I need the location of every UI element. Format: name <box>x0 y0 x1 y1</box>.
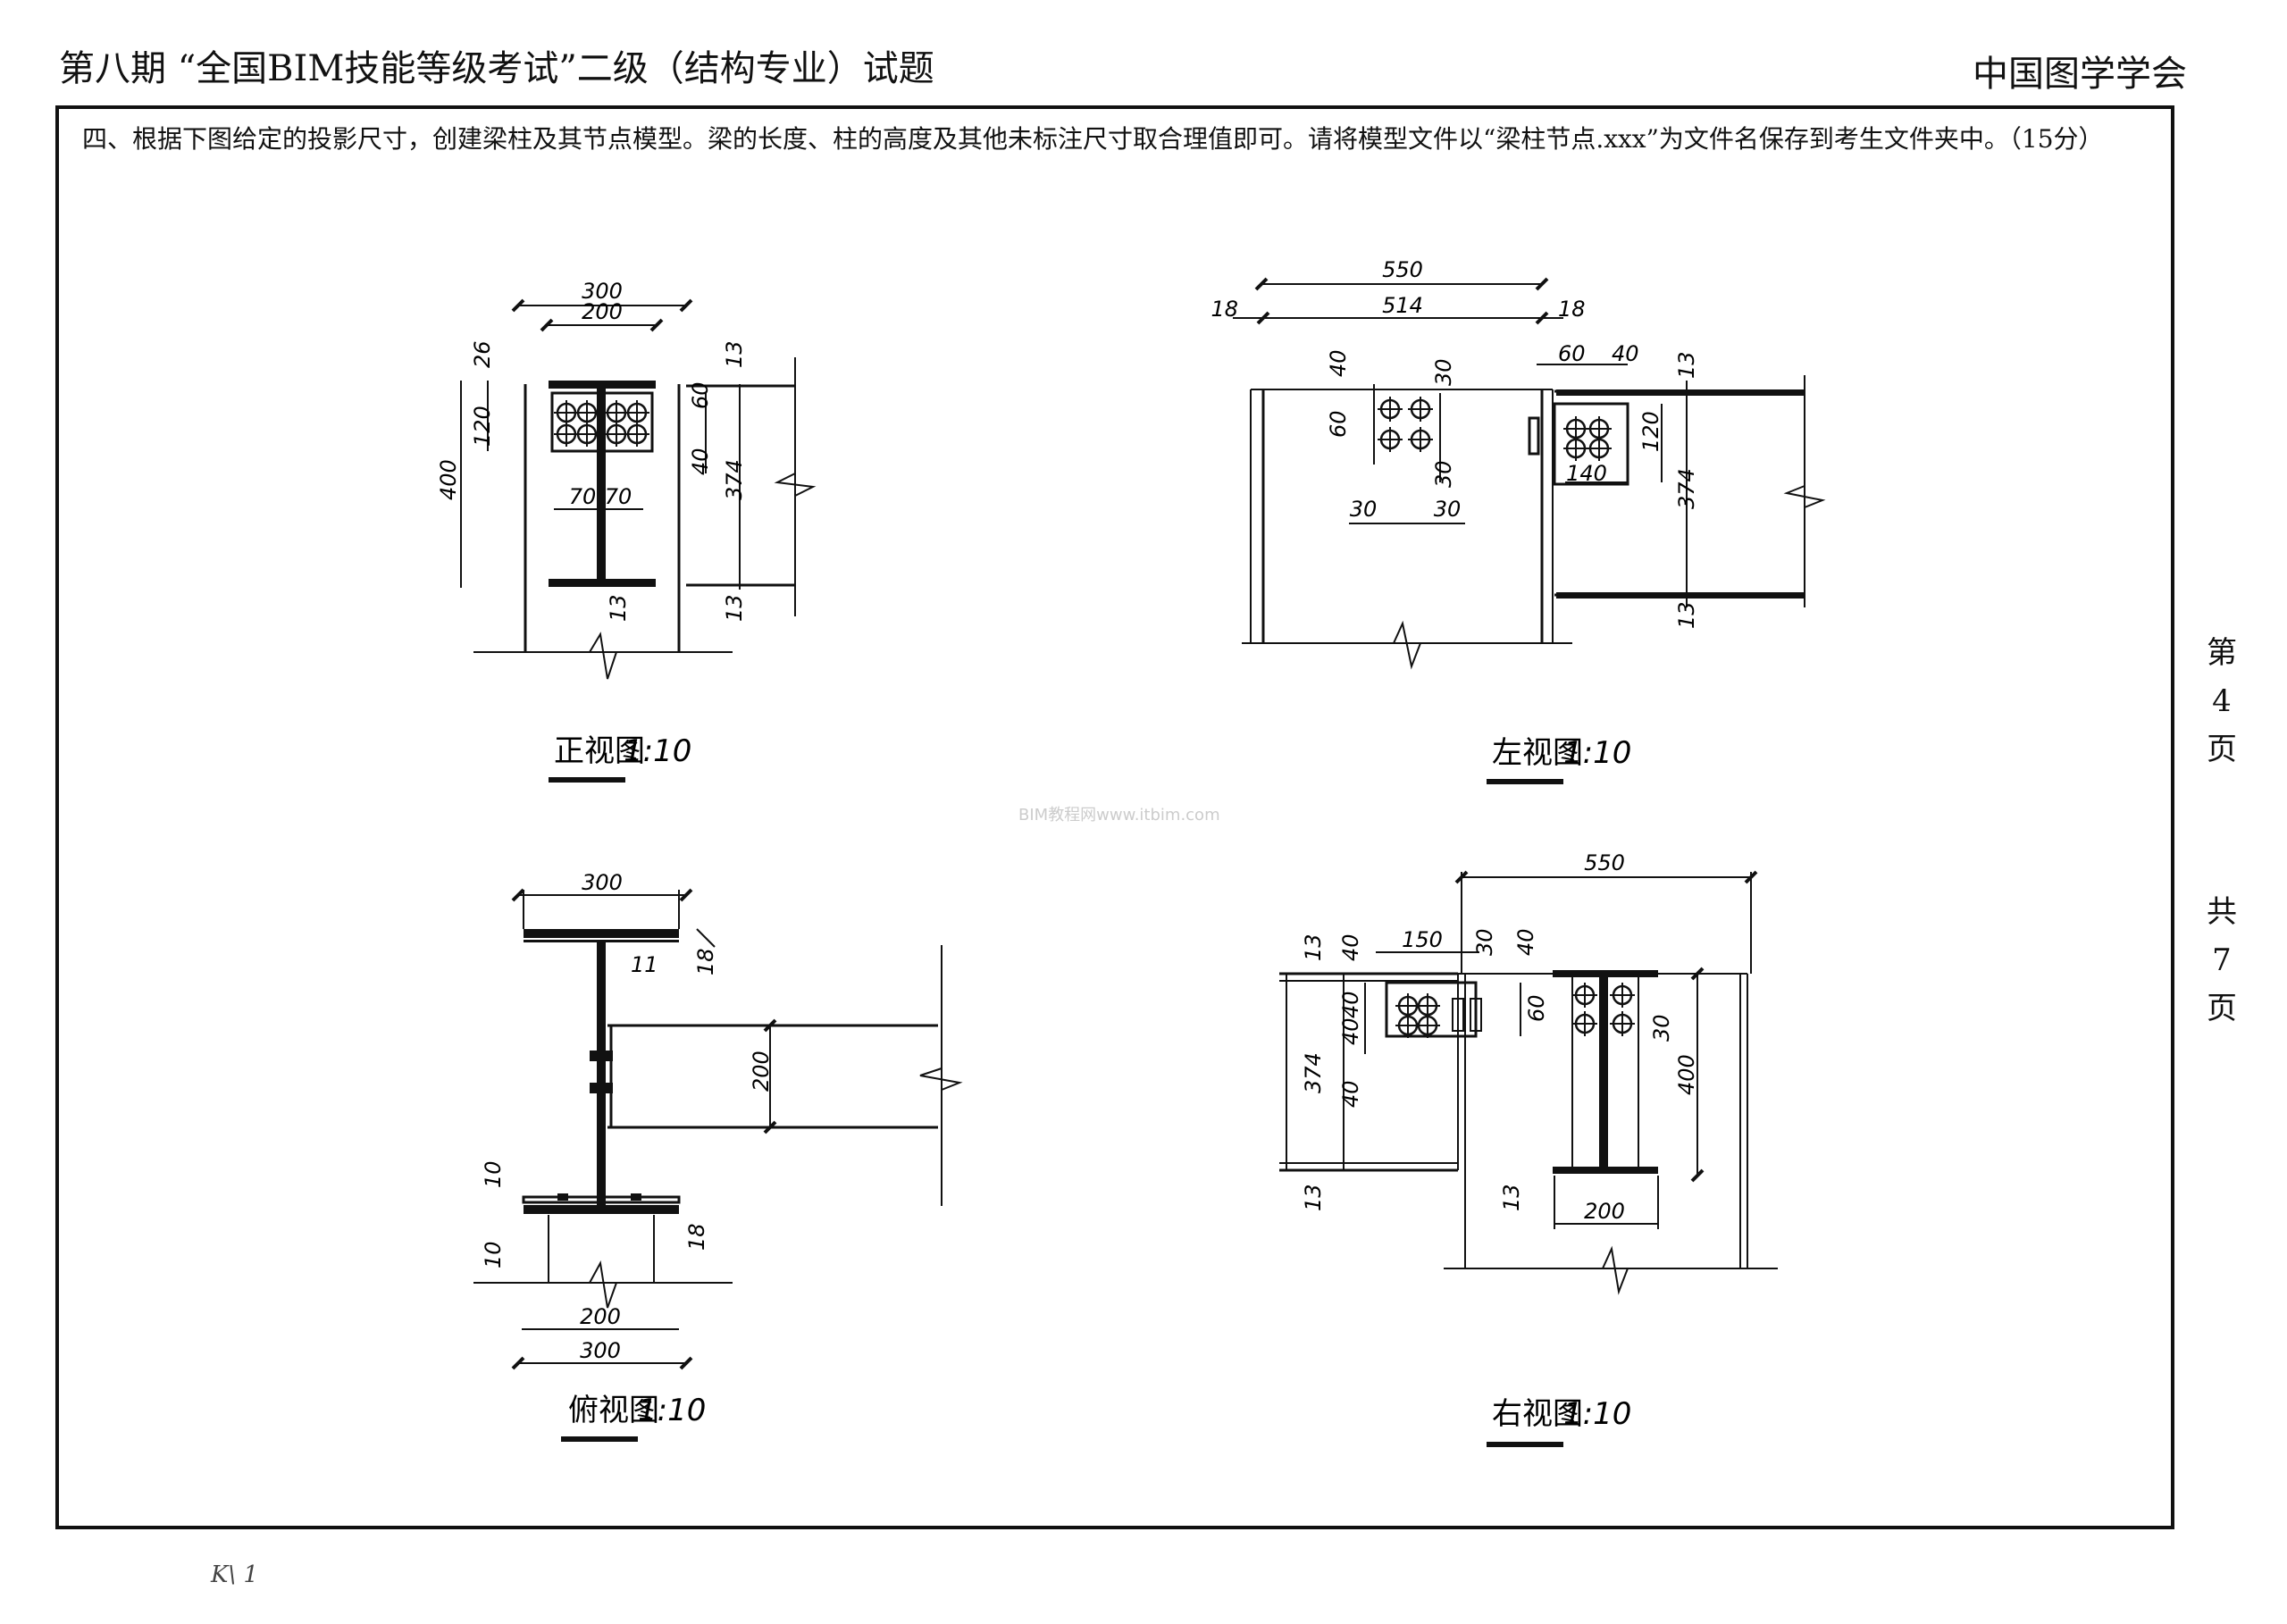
right-dim-150: 150 <box>1402 927 1443 952</box>
front-dim-40: 40 <box>688 448 713 475</box>
right-dim-40-a: 40 <box>1338 933 1363 961</box>
front-dim-60: 60 <box>688 381 713 409</box>
top-view-caption: 俯视图 <box>568 1393 659 1428</box>
left-dim-18-right: 18 <box>1558 297 1586 322</box>
top-dim-18-top: 18 <box>693 948 718 975</box>
front-dim-120: 120 <box>470 406 495 447</box>
top-dim-300-bottom: 300 <box>580 1338 621 1363</box>
left-dim-18-left: 18 <box>1211 297 1238 322</box>
page-label: 第 <box>2207 635 2237 671</box>
right-view-caption: 右视图 <box>1492 1396 1583 1432</box>
right-dim-40-c: 40 <box>1338 991 1363 1018</box>
left-dim-550: 550 <box>1382 257 1423 282</box>
top-dim-300-top: 300 <box>582 870 623 895</box>
right-dim-400: 400 <box>1674 1054 1699 1095</box>
top-view-scale: 1:10 <box>638 1393 706 1428</box>
left-dim-514: 514 <box>1382 293 1423 318</box>
right-dim-40-d: 40 <box>1338 1017 1363 1045</box>
right-dim-40-b: 40 <box>1513 928 1538 956</box>
left-dim-40-top: 40 <box>1612 341 1639 366</box>
right-dim-200: 200 <box>1584 1199 1625 1224</box>
total-label: 共 <box>2207 894 2237 930</box>
right-dim-60: 60 <box>1524 994 1549 1022</box>
front-dim-13-bottom-a: 13 <box>606 594 631 622</box>
right-dim-13-c: 13 <box>1499 1184 1524 1211</box>
front-dim-13-top: 13 <box>722 340 747 368</box>
top-dim-10-b: 10 <box>481 1241 506 1268</box>
total-number: 7 <box>2212 942 2232 978</box>
left-dim-30-bottom: 30 <box>1431 460 1456 488</box>
left-dim-60: 60 <box>1326 410 1351 438</box>
top-dim-11: 11 <box>631 952 658 977</box>
left-dim-120: 120 <box>1638 411 1663 452</box>
right-dim-550: 550 <box>1584 850 1625 875</box>
right-dim-13-bottom: 13 <box>1301 1184 1326 1211</box>
front-dim-200: 200 <box>582 299 623 324</box>
front-dim-374: 374 <box>722 459 747 500</box>
left-view: 550 514 18 18 40 30 60 30 30 30 60 40 13… <box>1211 257 1826 784</box>
right-dim-30-a: 30 <box>1472 928 1497 956</box>
header-organization: 中国图学学会 <box>1973 54 2187 95</box>
right-view-scale: 1:10 <box>1563 1396 1631 1432</box>
page-unit: 页 <box>2207 732 2237 767</box>
front-dim-70-b: 70 <box>605 484 632 509</box>
left-dim-60-top: 60 <box>1558 341 1586 366</box>
front-dim-300: 300 <box>582 279 623 304</box>
left-dim-13-top: 13 <box>1674 351 1699 379</box>
left-dim-13-bottom: 13 <box>1674 601 1699 629</box>
left-view-scale: 1:10 <box>1563 735 1631 771</box>
question-text: 四、根据下图给定的投影尺寸，创建梁柱及其节点模型。梁的长度、柱的高度及其他未标注… <box>82 124 2104 154</box>
right-dim-13-top: 13 <box>1301 933 1326 961</box>
top-dim-10-a: 10 <box>481 1160 506 1188</box>
left-dim-30-h-b: 30 <box>1434 497 1462 522</box>
front-dim-400: 400 <box>436 459 461 500</box>
header-title: 第八期 “全国BIM技能等级考试”二级（结构专业）试题 <box>59 48 934 89</box>
total-pages-indicator: 共 7 页 <box>2199 888 2244 1033</box>
page-number: 4 <box>2212 683 2232 719</box>
front-dim-26: 26 <box>470 340 495 368</box>
right-dim-40-e: 40 <box>1338 1080 1363 1108</box>
handwritten-mark: K\ 1 <box>211 1561 258 1588</box>
top-view: 300 11 18 200 10 10 18 200 300 俯视图 1:10 <box>473 870 963 1442</box>
left-dim-40: 40 <box>1326 349 1351 377</box>
top-dim-200: 200 <box>749 1051 774 1092</box>
right-dim-30-b: 30 <box>1649 1014 1674 1042</box>
left-dim-30-h-a: 30 <box>1350 497 1378 522</box>
page-indicator: 第 4 页 <box>2199 629 2244 774</box>
right-view: 550 150 13 40 30 40 40 40 374 40 13 60 3… <box>1279 850 1778 1447</box>
left-dim-140: 140 <box>1566 461 1607 486</box>
total-unit: 页 <box>2207 991 2237 1026</box>
front-view-caption: 正视图 <box>554 733 645 769</box>
right-dim-374: 374 <box>1301 1052 1326 1093</box>
front-view: 300 200 26 13 120 60 400 40 374 70 70 13… <box>436 279 817 783</box>
front-view-scale: 1:10 <box>624 733 691 769</box>
top-dim-18-bottom: 18 <box>684 1223 709 1251</box>
watermark: BIM教程网www.itbim.com <box>1018 806 1220 825</box>
left-view-caption: 左视图 <box>1492 735 1583 771</box>
left-dim-374: 374 <box>1674 468 1699 509</box>
top-dim-200-bottom: 200 <box>580 1304 621 1329</box>
left-dim-30-top: 30 <box>1431 358 1456 386</box>
front-dim-13-bottom-b: 13 <box>722 594 747 622</box>
front-dim-70-a: 70 <box>569 484 597 509</box>
drawing-frame <box>55 105 2174 1529</box>
